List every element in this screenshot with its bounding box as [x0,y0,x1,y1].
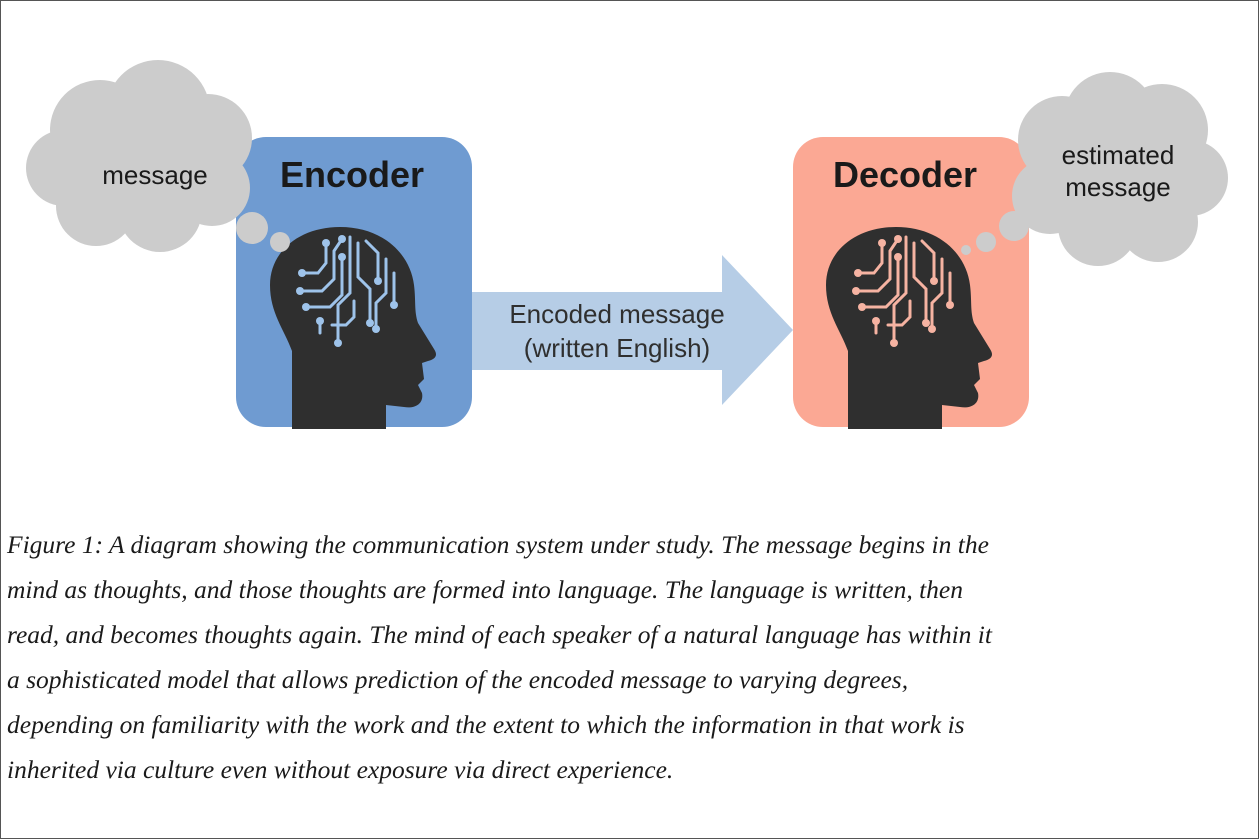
caption-line: depending on familiarity with the work a… [7,710,965,739]
decoder-thought-cloud [961,72,1228,266]
decoder-circuit-icon [854,235,952,345]
encoded-message-arrow [470,255,793,405]
encoder-thought-text: message [102,160,208,190]
caption-line: mind as thoughts, and those thoughts are… [7,575,963,604]
arrow-label-line-1: Encoded message [509,299,724,329]
decoder-thought-text-line-1: estimated [1062,140,1175,170]
arrow-label-line-2: (written English) [524,333,710,363]
caption-line: Figure 1: A diagram showing the communic… [7,530,989,559]
caption-line: a sophisticated model that allows predic… [7,665,909,694]
encoder-thought-cloud [26,60,290,252]
figure-caption: Figure 1: A diagram showing the communic… [7,522,1257,792]
encoder-title: Encoder [280,154,424,195]
decoder-thought-text-line-2: message [1065,172,1171,202]
decoder-head-icon [826,227,992,429]
caption-line: read, and becomes thoughts again. The mi… [7,620,992,649]
caption-line: inherited via culture even without expos… [7,755,674,784]
communication-diagram: Encoded message (written English) Encode… [26,60,1228,429]
encoder-head-icon [270,227,436,429]
encoder-circuit-icon [298,235,396,345]
decoder-title: Decoder [833,154,977,195]
